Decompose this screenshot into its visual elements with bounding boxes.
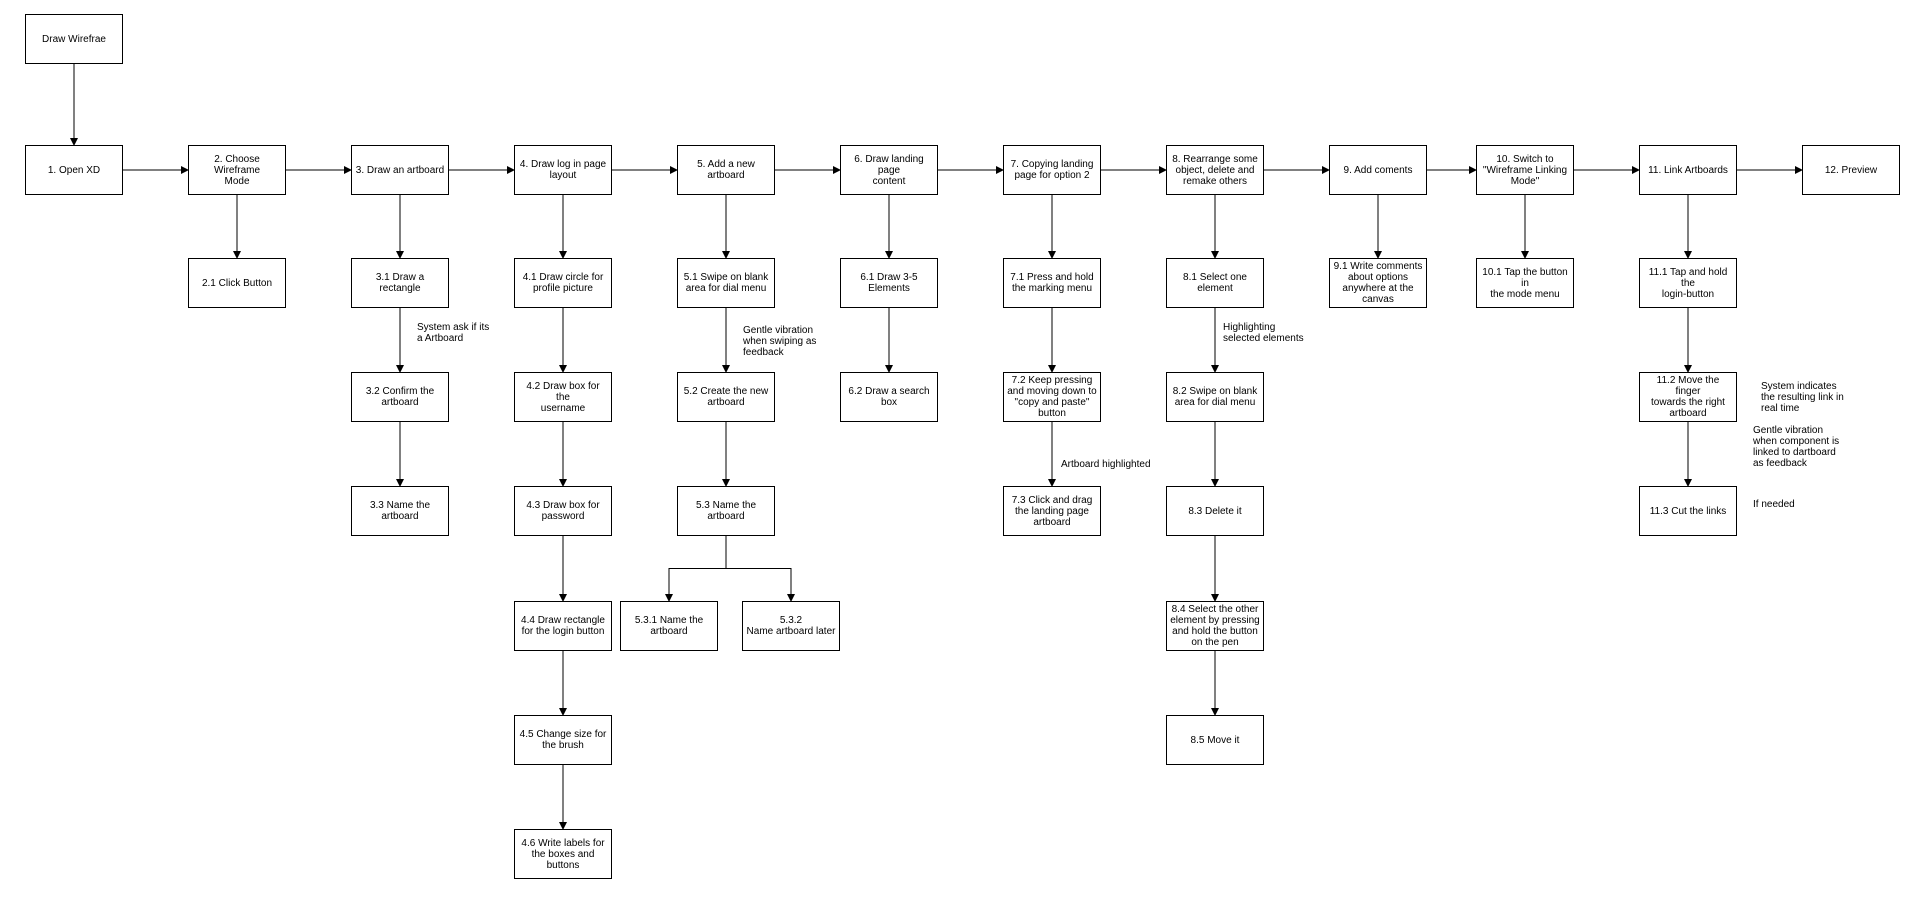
- node-5-3-name-artboard[interactable]: 5.3 Name the artboard: [677, 486, 775, 536]
- node-10-switch-linking-mode[interactable]: 10. Switch to "Wireframe Linking Mode": [1476, 145, 1574, 195]
- edge-n53-to-n531: [665, 536, 727, 602]
- node-4-6-write-labels[interactable]: 4.6 Write labels for the boxes and butto…: [514, 829, 612, 879]
- node-7-copy-landing-page[interactable]: 7. Copying landing page for option 2: [1003, 145, 1101, 195]
- node-6-2-draw-search-box[interactable]: 6.2 Draw a search box: [840, 372, 938, 422]
- note-gentle-vibration-link: Gentle vibration when component is linke…: [1753, 425, 1840, 469]
- note-system-ask: System ask if its a Artboard: [417, 322, 490, 344]
- edge-n53-to-n532: [725, 536, 795, 602]
- note-gentle-vibration-swipe: Gentle vibration when swiping as feedbac…: [743, 325, 817, 358]
- node-8-3-delete[interactable]: 8.3 Delete it: [1166, 486, 1264, 536]
- node-8-1-select-element[interactable]: 8.1 Select one element: [1166, 258, 1264, 308]
- node-11-3-cut-links[interactable]: 11.3 Cut the links: [1639, 486, 1737, 536]
- node-draw-wireframe[interactable]: Draw Wirefrae: [25, 14, 123, 64]
- node-3-3-name-artboard[interactable]: 3.3 Name the artboard: [351, 486, 449, 536]
- node-4-draw-login-layout[interactable]: 4. Draw log in page layout: [514, 145, 612, 195]
- node-5-3-2-name-later[interactable]: 5.3.2 Name artboard later: [742, 601, 840, 651]
- node-5-2-create-artboard[interactable]: 5.2 Create the new artboard: [677, 372, 775, 422]
- node-4-1-draw-circle[interactable]: 4.1 Draw circle for profile picture: [514, 258, 612, 308]
- node-3-draw-artboard[interactable]: 3. Draw an artboard: [351, 145, 449, 195]
- node-6-1-draw-elements[interactable]: 6.1 Draw 3-5 Elements: [840, 258, 938, 308]
- node-5-3-1-name-artboard[interactable]: 5.3.1 Name the artboard: [620, 601, 718, 651]
- node-4-5-change-brush-size[interactable]: 4.5 Change size for the brush: [514, 715, 612, 765]
- node-7-2-copy-paste[interactable]: 7.2 Keep pressing and moving down to "co…: [1003, 372, 1101, 422]
- node-2-choose-wireframe-mode[interactable]: 2. Choose Wireframe Mode: [188, 145, 286, 195]
- node-4-4-draw-login-button[interactable]: 4.4 Draw rectangle for the login button: [514, 601, 612, 651]
- node-11-2-move-finger[interactable]: 11.2 Move the finger towards the right a…: [1639, 372, 1737, 422]
- node-8-rearrange-objects[interactable]: 8. Rearrange some object, delete and rem…: [1166, 145, 1264, 195]
- node-12-preview[interactable]: 12. Preview: [1802, 145, 1900, 195]
- note-artboard-highlighted: Artboard highlighted: [1061, 459, 1151, 470]
- node-1-open-xd[interactable]: 1. Open XD: [25, 145, 123, 195]
- node-4-3-draw-password-box[interactable]: 4.3 Draw box for password: [514, 486, 612, 536]
- node-3-1-draw-rectangle[interactable]: 3.1 Draw a rectangle: [351, 258, 449, 308]
- node-9-add-comments[interactable]: 9. Add coments: [1329, 145, 1427, 195]
- node-7-1-press-hold-menu[interactable]: 7.1 Press and hold the marking menu: [1003, 258, 1101, 308]
- node-11-1-tap-hold-login[interactable]: 11.1 Tap and hold the login-button: [1639, 258, 1737, 308]
- node-10-1-tap-mode-button[interactable]: 10.1 Tap the button in the mode menu: [1476, 258, 1574, 308]
- node-3-2-confirm-artboard[interactable]: 3.2 Confirm the artboard: [351, 372, 449, 422]
- node-7-3-click-drag-artboard[interactable]: 7.3 Click and drag the landing page artb…: [1003, 486, 1101, 536]
- node-6-draw-landing-content[interactable]: 6. Draw landing page content: [840, 145, 938, 195]
- node-4-2-draw-username-box[interactable]: 4.2 Draw box for the username: [514, 372, 612, 422]
- node-11-link-artboards[interactable]: 11. Link Artboards: [1639, 145, 1737, 195]
- note-if-needed: If needed: [1753, 499, 1795, 510]
- node-8-2-swipe-dial-menu[interactable]: 8.2 Swipe on blank area for dial menu: [1166, 372, 1264, 422]
- node-5-add-new-artboard[interactable]: 5. Add a new artboard: [677, 145, 775, 195]
- note-system-indicates: System indicates the resulting link in r…: [1761, 381, 1844, 414]
- node-2-1-click-button[interactable]: 2.1 Click Button: [188, 258, 286, 308]
- node-8-4-select-other[interactable]: 8.4 Select the other element by pressing…: [1166, 601, 1264, 651]
- note-highlighting: Highlighting selected elements: [1223, 322, 1304, 344]
- node-8-5-move[interactable]: 8.5 Move it: [1166, 715, 1264, 765]
- node-9-1-write-comments[interactable]: 9.1 Write comments about options anywher…: [1329, 258, 1427, 308]
- node-5-1-swipe-dial-menu[interactable]: 5.1 Swipe on blank area for dial menu: [677, 258, 775, 308]
